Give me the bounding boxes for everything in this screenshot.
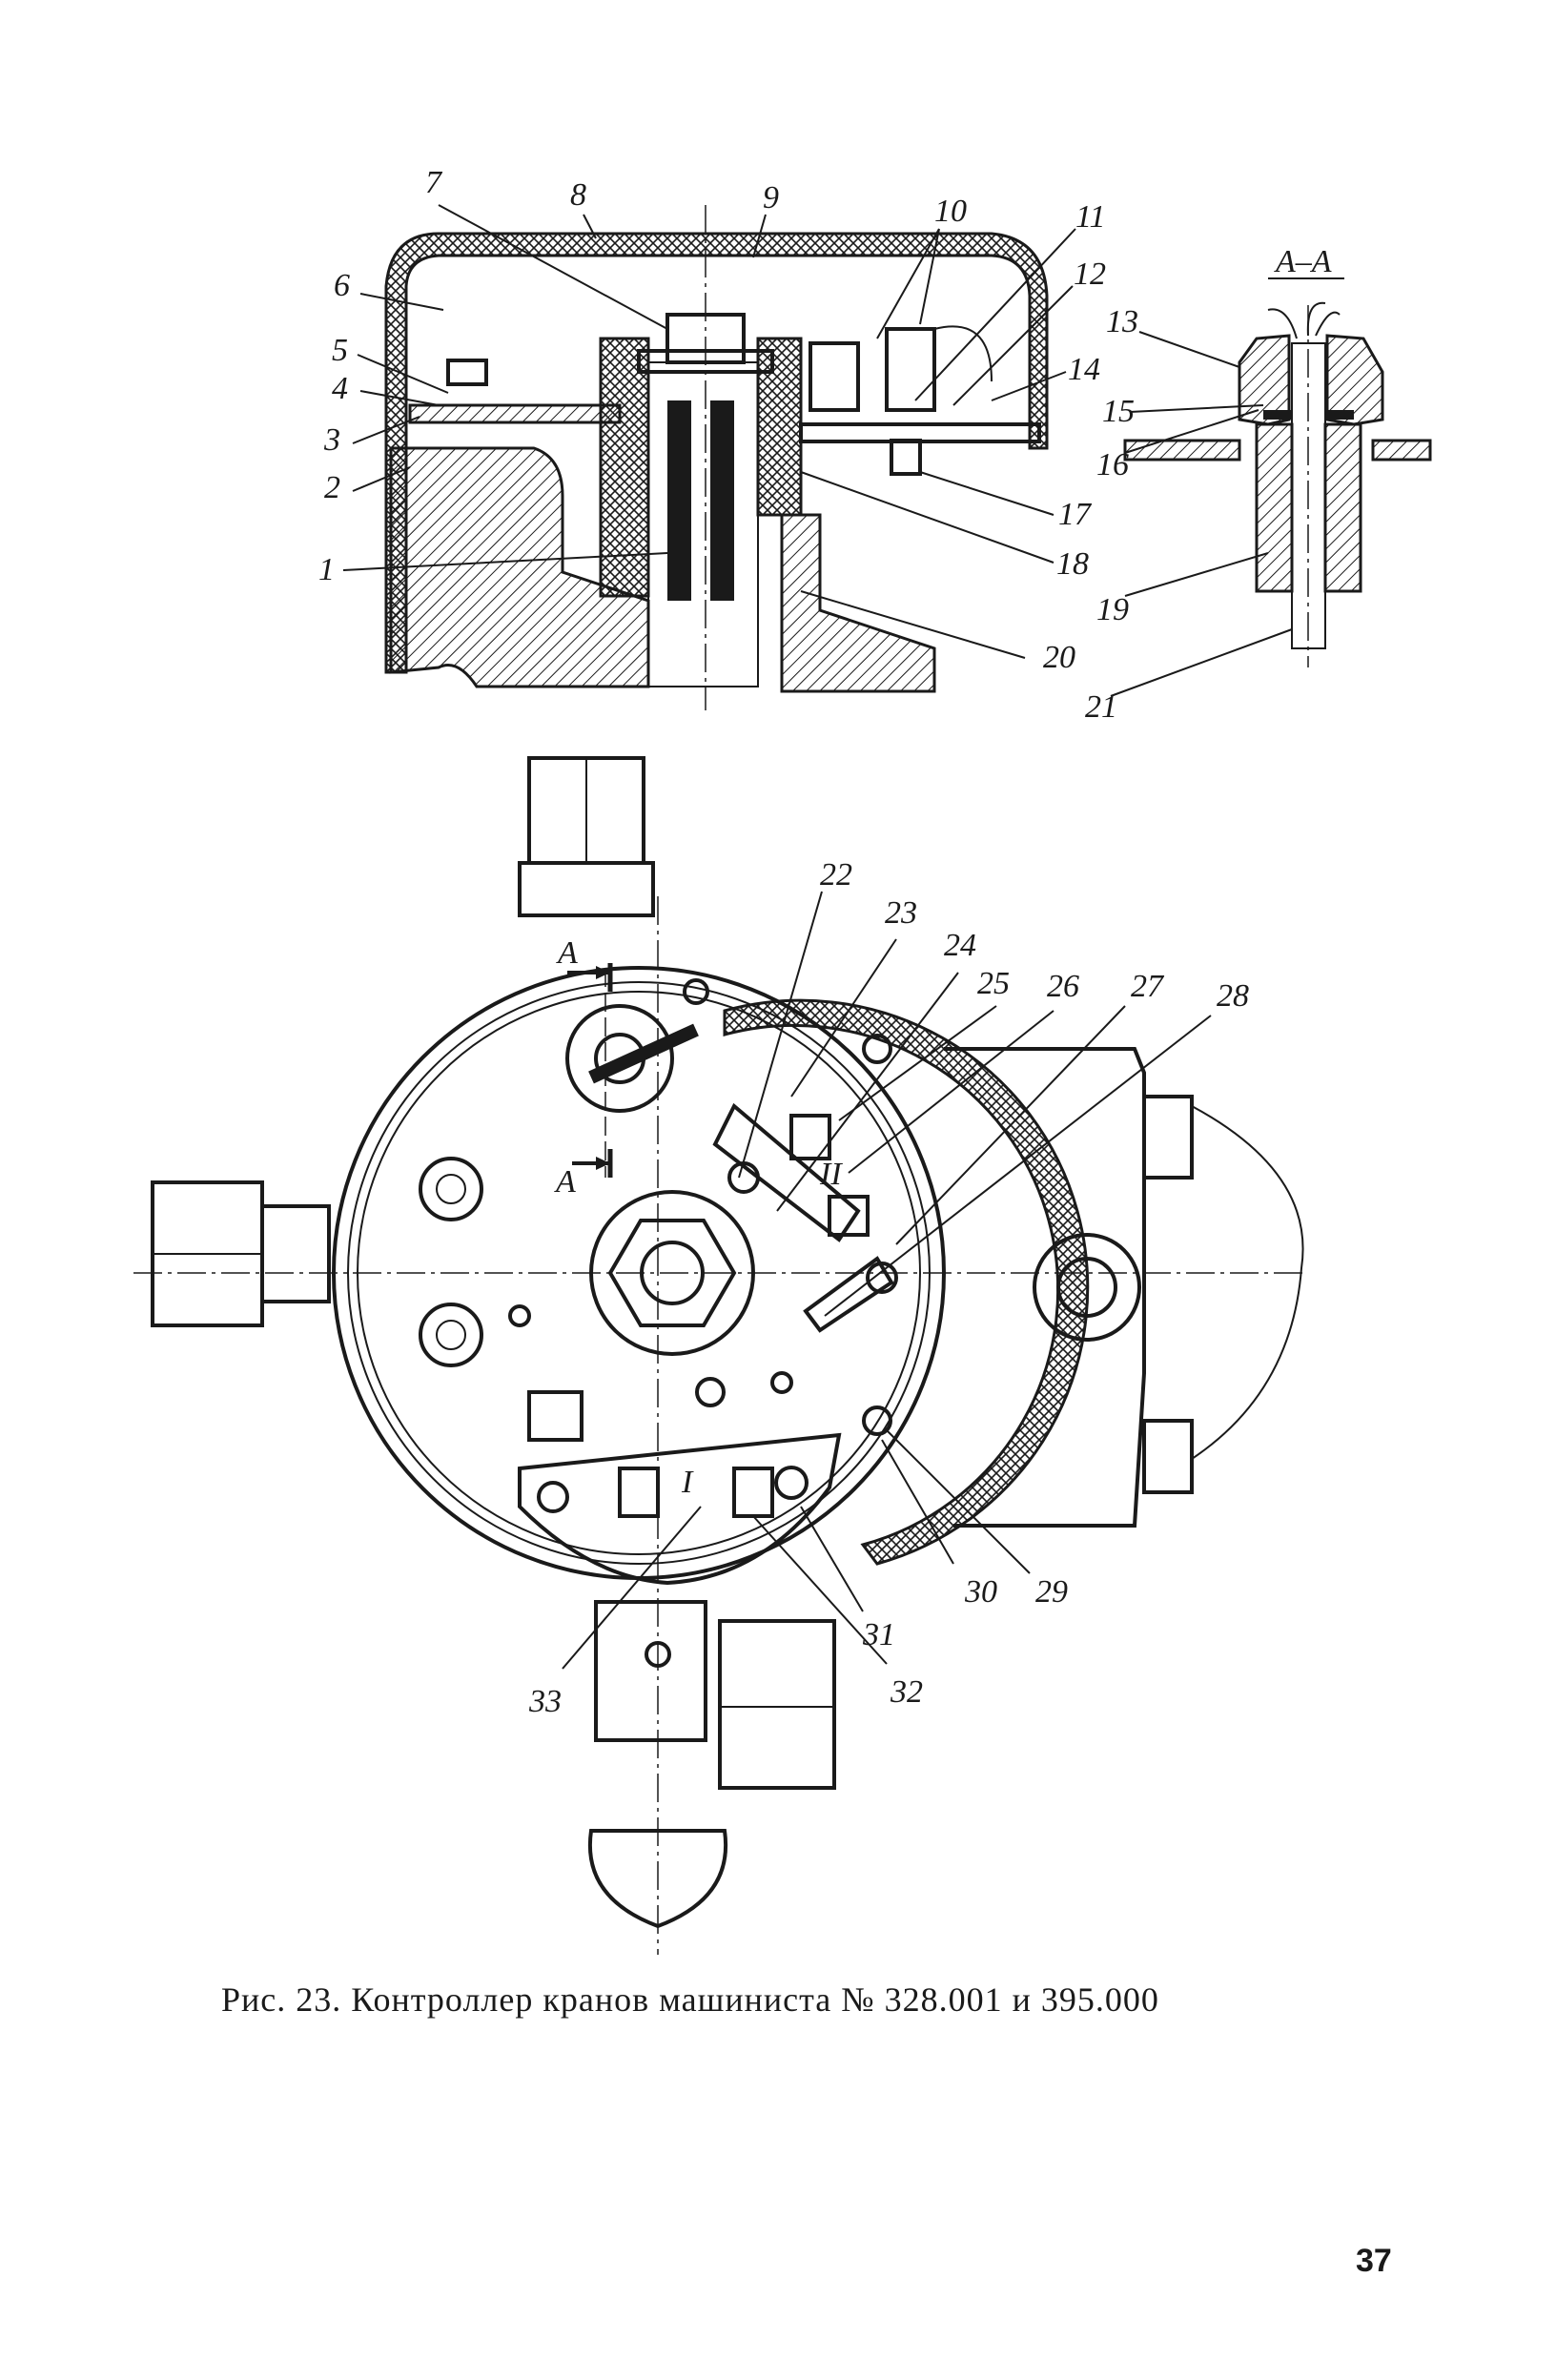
finger-10a: [809, 341, 860, 412]
roman-II: II: [819, 1157, 843, 1192]
callout-27: 27: [1131, 969, 1165, 1004]
section-view-main: 6 5 4 3 2 1 7 8 9 10 11 12 14 17 18 20: [318, 165, 1106, 710]
callout-10: 10: [934, 194, 967, 229]
callout-26: 26: [1047, 969, 1079, 1004]
callouts-top: 6 5 4 3 2 1 7 8 9 10 11 12 14 17 18 20: [318, 165, 1106, 675]
sleeve-19-left: [1255, 422, 1294, 593]
callout-3: 3: [323, 422, 340, 458]
callout-13: 13: [1106, 304, 1138, 339]
callout-8: 8: [570, 177, 586, 213]
section-marker-bottom: А: [554, 1164, 576, 1200]
callout-17: 17: [1058, 497, 1093, 532]
finger-10b: [885, 327, 936, 412]
section-title: А–А: [1274, 244, 1332, 279]
callout-23: 23: [885, 895, 917, 931]
sleeve-19-right: [1323, 422, 1362, 593]
callout-4: 4: [332, 371, 348, 406]
callout-33: 33: [528, 1684, 562, 1719]
callout-24: 24: [944, 928, 976, 963]
callout-15: 15: [1102, 394, 1135, 429]
plate-16-left: [1123, 439, 1241, 462]
callouts-bottom: 22 23 24 25 26 27 28 29 30 31 32 33: [528, 857, 1249, 1719]
callout-9: 9: [763, 180, 779, 215]
callout-18: 18: [1056, 546, 1089, 582]
shunt-11: [933, 325, 993, 382]
nut-bottom: [718, 1619, 836, 1790]
screw-6: [446, 359, 488, 386]
page-number: 37: [1356, 2243, 1392, 2279]
shaft-1: [647, 361, 759, 687]
callout-5: 5: [332, 333, 348, 368]
bolt-17: [890, 439, 922, 476]
section-marker-top: А: [556, 935, 578, 971]
callout-25: 25: [977, 966, 1010, 1001]
figure-caption: Рис. 23. Контроллер кранов машиниста № 3…: [221, 1980, 1159, 2019]
shaft-slot-a: [667, 400, 691, 601]
section-marker-aa: А А: [554, 935, 613, 1200]
callout-16: 16: [1096, 447, 1129, 482]
callout-11: 11: [1075, 199, 1105, 235]
section-view-aa: А–А 13 15 16 19 21: [1085, 244, 1432, 725]
housing-dome: [1191, 1105, 1304, 1460]
bushing-18-left: [599, 337, 650, 598]
cover-8: [384, 232, 1049, 674]
callout-20: 20: [1043, 640, 1075, 675]
callouts-aa: 13 15 16 19 21: [1085, 304, 1293, 725]
plan-view: А А II I 22 23 24 25 26 27 28 29 30 31 3…: [133, 756, 1306, 1955]
housing-right-block: [944, 1047, 1146, 1528]
callout-14: 14: [1068, 352, 1100, 387]
plate-16-right: [1371, 439, 1432, 462]
contact-sector: [723, 998, 1090, 1566]
housing-right: [780, 513, 936, 693]
roman-I: I: [681, 1465, 694, 1500]
callout-30: 30: [964, 1574, 997, 1610]
plate-3: [408, 403, 622, 424]
callout-22: 22: [820, 857, 852, 892]
callout-7: 7: [425, 165, 443, 200]
bushing-18-right: [756, 337, 803, 517]
callout-32: 32: [890, 1674, 923, 1710]
callout-31: 31: [862, 1617, 895, 1652]
callout-29: 29: [1035, 1574, 1068, 1610]
callout-2: 2: [324, 470, 340, 505]
callout-28: 28: [1217, 978, 1249, 1014]
callout-6: 6: [334, 268, 350, 303]
callout-1: 1: [318, 552, 335, 587]
callout-21: 21: [1085, 689, 1117, 725]
callout-12: 12: [1074, 256, 1106, 292]
callout-19: 19: [1096, 592, 1129, 627]
shaft-slot-b: [710, 400, 734, 601]
